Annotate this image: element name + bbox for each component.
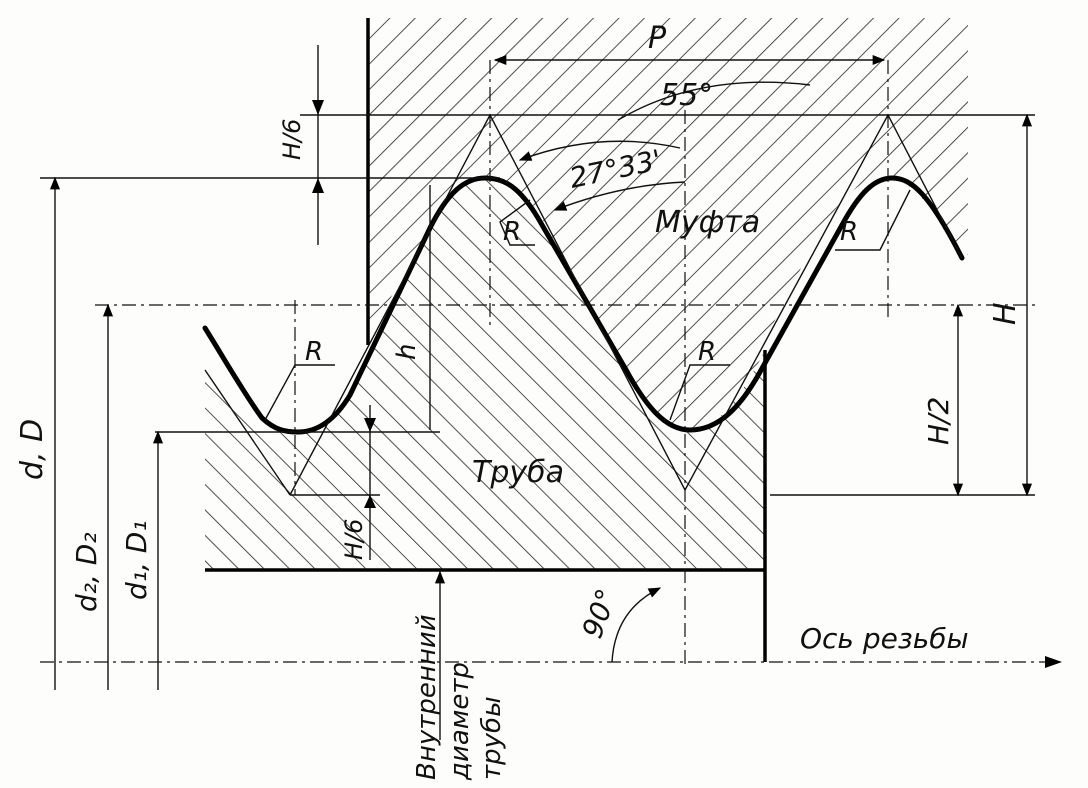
radius-1-leader [499,199,535,246]
pipe-label: Труба [472,455,564,490]
d-minor-label: d₁, D₁ [120,520,153,600]
angle-55-arc [617,81,811,121]
h6-bottom-arrow-2 [364,495,376,508]
angle-55-label: 55° [660,78,713,113]
h6-top-arrow-2 [312,178,324,193]
radius-1-label: R [503,217,521,247]
angle-90-label: 90° [576,584,624,642]
pipe-hatch [205,178,765,570]
h6-bottom-arrow-1 [364,418,376,432]
axis-arrow [1045,656,1062,668]
coupling-label: Муфта [655,205,760,240]
h-half-label: H/2 [922,397,955,445]
inner-dia-label-1: Внутренний [412,614,442,780]
radius-3-label: R [305,337,323,367]
h6-top-label: H/6 [278,119,306,160]
h-full-label: H [988,302,1023,325]
radius-4-leader [669,364,730,421]
h-small-label: h [392,344,422,360]
h6-top-arrow-1 [312,100,324,115]
radius-2-label: R [840,217,858,247]
radius-2-leader [835,189,911,251]
thread-profile [202,175,965,435]
angle-90-arc [611,587,662,663]
d-major-label: d, D [15,419,50,480]
d-pitch-label: d₂, D₂ [70,532,103,612]
pitch-label: P [648,21,667,56]
coupling-hatch [368,18,968,430]
radius-4-label: R [698,337,716,367]
angle-half-arc [518,140,681,161]
inner-dia-label-3: трубы [477,696,507,780]
coupling-arc [553,181,686,211]
axis-label: Ось резьбы [800,622,969,655]
inner-dia-label-2: диаметр [445,662,475,781]
h6-bottom-label: H/6 [340,519,368,560]
radius-3-leader [264,364,335,421]
